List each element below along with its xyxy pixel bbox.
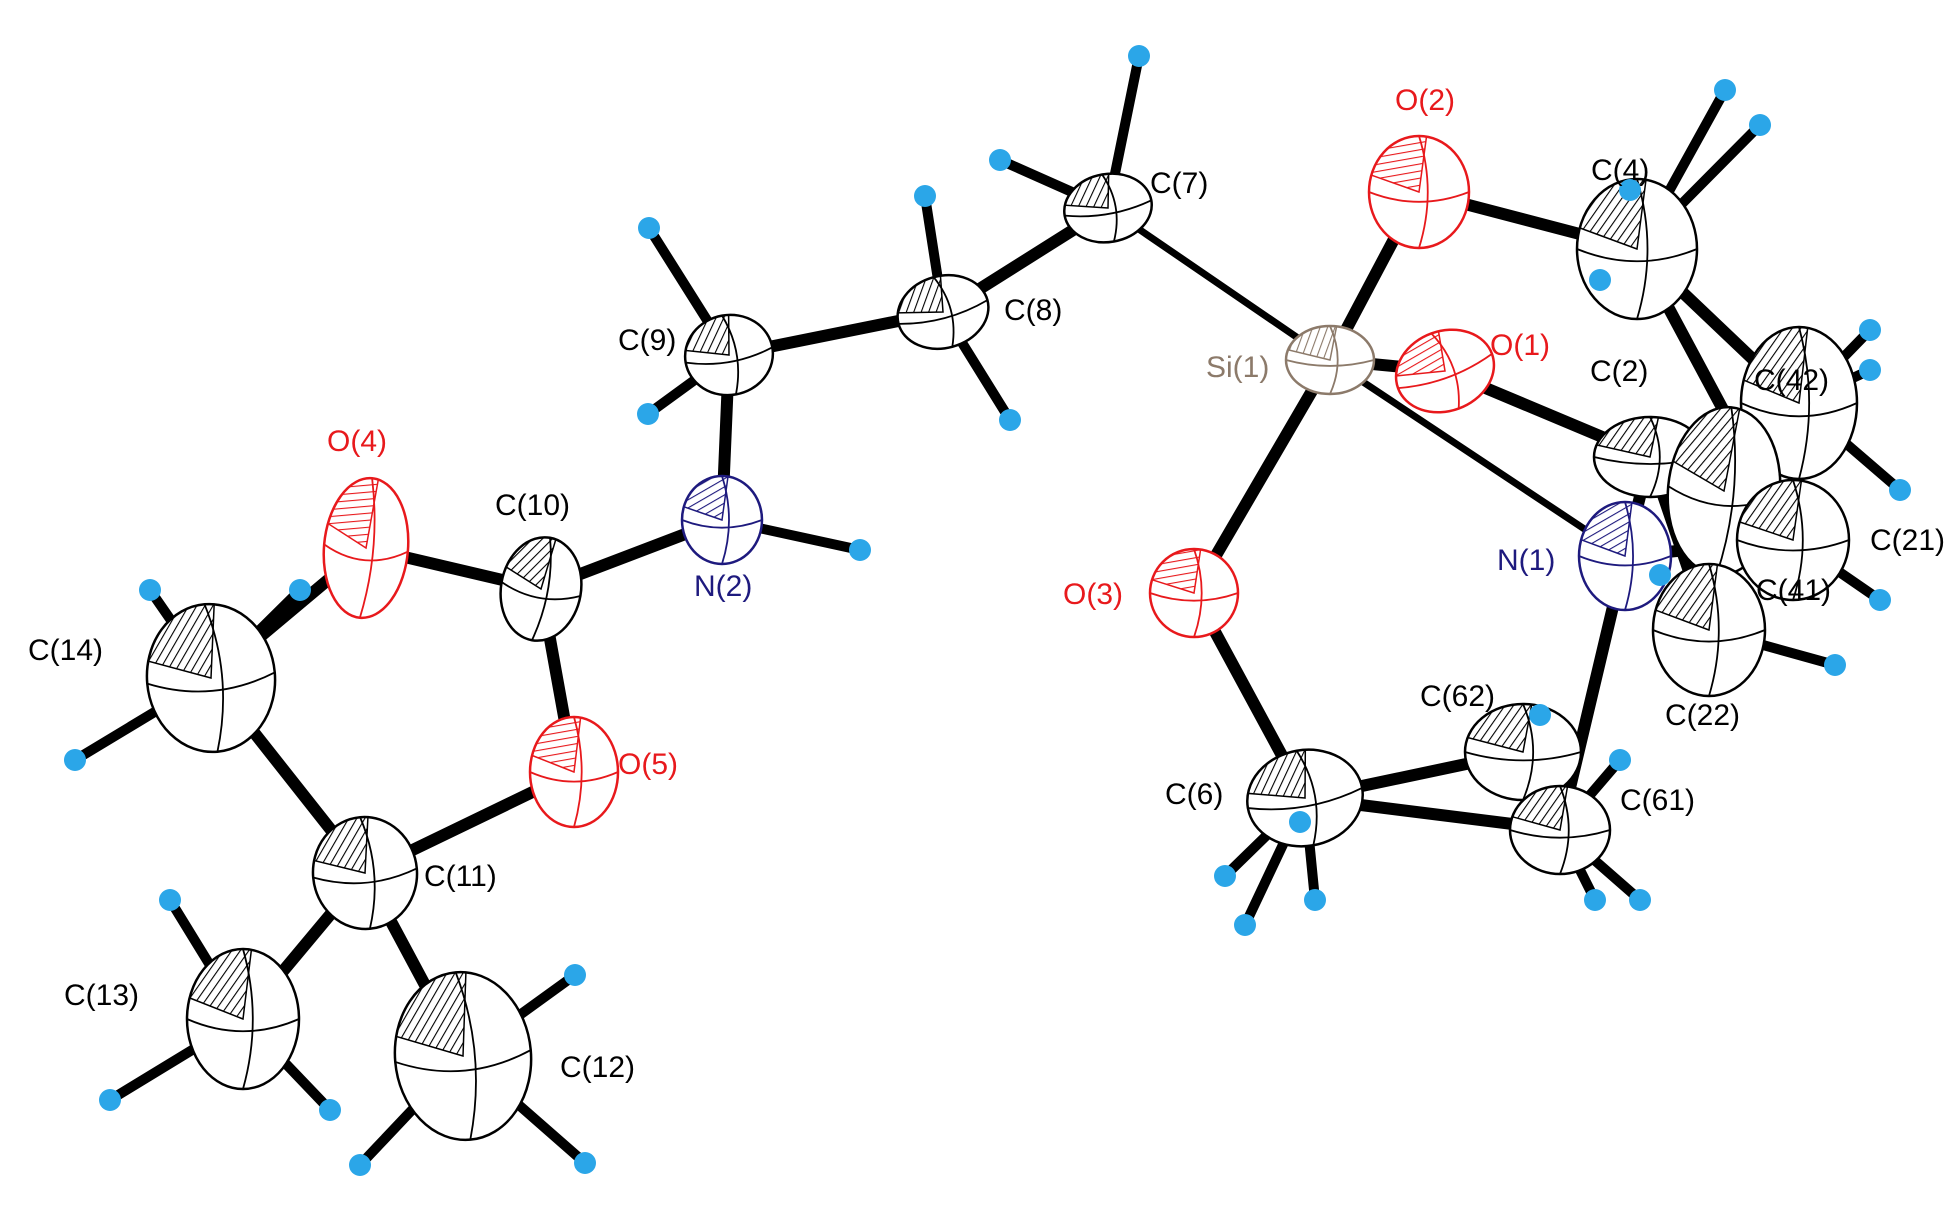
atom-label-c61: C(61) — [1620, 784, 1695, 817]
hydrogen-atom — [159, 889, 181, 911]
atom-label-c21: C(21) — [1870, 524, 1945, 557]
hydrogen-atom — [289, 579, 311, 601]
atom-label-c2: C(2) — [1590, 355, 1648, 388]
hydrogen-atom — [1214, 865, 1236, 887]
bond-Si1-N1 — [1326, 356, 1629, 560]
hydrogen-atom — [1869, 589, 1891, 611]
atom-label-o4: O(4) — [327, 425, 387, 458]
atom-label-o1: O(1) — [1490, 329, 1550, 362]
atom-n1 — [1577, 500, 1673, 612]
atom-label-c8: C(8) — [1004, 294, 1062, 327]
hydrogen-atom — [1584, 889, 1606, 911]
hydrogen-atom — [564, 964, 586, 986]
atom-o1 — [1394, 328, 1496, 414]
hydrogen-atom — [637, 403, 659, 425]
hydrogen-atom — [319, 1099, 341, 1121]
atom-label-c6: C(6) — [1165, 778, 1223, 811]
atom-label-o2: O(2) — [1395, 84, 1455, 117]
hydrogen-atom — [1859, 319, 1881, 341]
hydrogen-atom — [1649, 564, 1671, 586]
atom-o4 — [322, 476, 410, 620]
atom-c14 — [145, 602, 277, 754]
hydrogen-atom — [574, 1152, 596, 1174]
atom-o2 — [1367, 134, 1471, 250]
atom-si1 — [1284, 324, 1376, 396]
atom-c42 — [1739, 325, 1859, 481]
atom-c8 — [896, 273, 990, 351]
atom-label-c62: C(62) — [1420, 680, 1495, 713]
atom-label-c41: C(41) — [1756, 574, 1831, 607]
atom-c12 — [393, 970, 533, 1142]
atom-c13 — [185, 947, 301, 1091]
hydrogen-atom — [99, 1089, 121, 1111]
atom-label-o5: O(5) — [618, 748, 678, 781]
hydrogen-atom — [1749, 114, 1771, 136]
hydrogen-atom — [989, 149, 1011, 171]
hydrogen-atom — [1609, 749, 1631, 771]
hydrogen-atom — [849, 539, 871, 561]
atom-label-c4: C(4) — [1591, 154, 1649, 187]
hydrogen-atom — [1859, 359, 1881, 381]
atom-label-c7: C(7) — [1150, 167, 1208, 200]
hydrogen-atom — [1629, 889, 1651, 911]
atom-o3 — [1148, 547, 1240, 639]
atom-c22 — [1651, 562, 1767, 698]
atom-label-n2: N(2) — [694, 570, 752, 603]
atom-label-c13: C(13) — [64, 979, 139, 1012]
hydrogen-atom — [1824, 654, 1846, 676]
atom-n2 — [680, 474, 764, 566]
hydrogen-atom — [64, 749, 86, 771]
atom-c41 — [1735, 478, 1851, 602]
hydrogen-atom — [1304, 889, 1326, 911]
atom-labels-layer: C(7) C(8) C(9) N(2) C(10) O(4) O(5) C(14) C(11) C… — [28, 84, 1945, 1084]
atom-c6 — [1246, 748, 1364, 848]
atom-label-n1: N(1) — [1497, 544, 1555, 577]
hydrogen-atoms-layer — [64, 45, 1911, 1176]
hydrogen-atom — [1889, 479, 1911, 501]
hydrogen-atom — [1529, 704, 1551, 726]
hydrogen-atom — [638, 217, 660, 239]
hydrogen-atom — [1589, 269, 1611, 291]
atom-label-c12: C(12) — [560, 1051, 635, 1084]
hydrogen-atom — [1714, 79, 1736, 101]
atom-c7 — [1063, 172, 1153, 244]
hydrogen-atom — [349, 1154, 371, 1176]
atom-c11 — [311, 815, 419, 931]
hydrogen-atom — [1128, 45, 1150, 67]
atom-c10 — [499, 536, 583, 642]
atom-c4 — [1575, 177, 1699, 321]
atom-label-si1: Si(1) — [1206, 351, 1269, 384]
hydrogen-atom — [1619, 179, 1641, 201]
hydrogen-atom — [1289, 811, 1311, 833]
atom-label-c11: C(11) — [424, 860, 497, 893]
hydrogen-atom — [999, 409, 1021, 431]
atom-o5 — [528, 715, 620, 829]
atom-label-c10: C(10) — [495, 489, 570, 522]
hydrogen-atom — [1234, 914, 1256, 936]
atom-label-c22: C(22) — [1665, 699, 1740, 732]
atom-c9 — [683, 313, 775, 397]
atom-label-c14: C(14) — [28, 634, 103, 667]
hydrogen-atom — [139, 579, 161, 601]
atom-label-c42: C(42) — [1754, 364, 1829, 397]
atom-c61 — [1508, 784, 1612, 876]
atom-label-o3: O(3) — [1063, 578, 1123, 611]
atom-label-c9: C(9) — [618, 324, 676, 357]
hydrogen-atom — [914, 185, 936, 207]
bond-C7-Si1 — [1104, 204, 1334, 364]
